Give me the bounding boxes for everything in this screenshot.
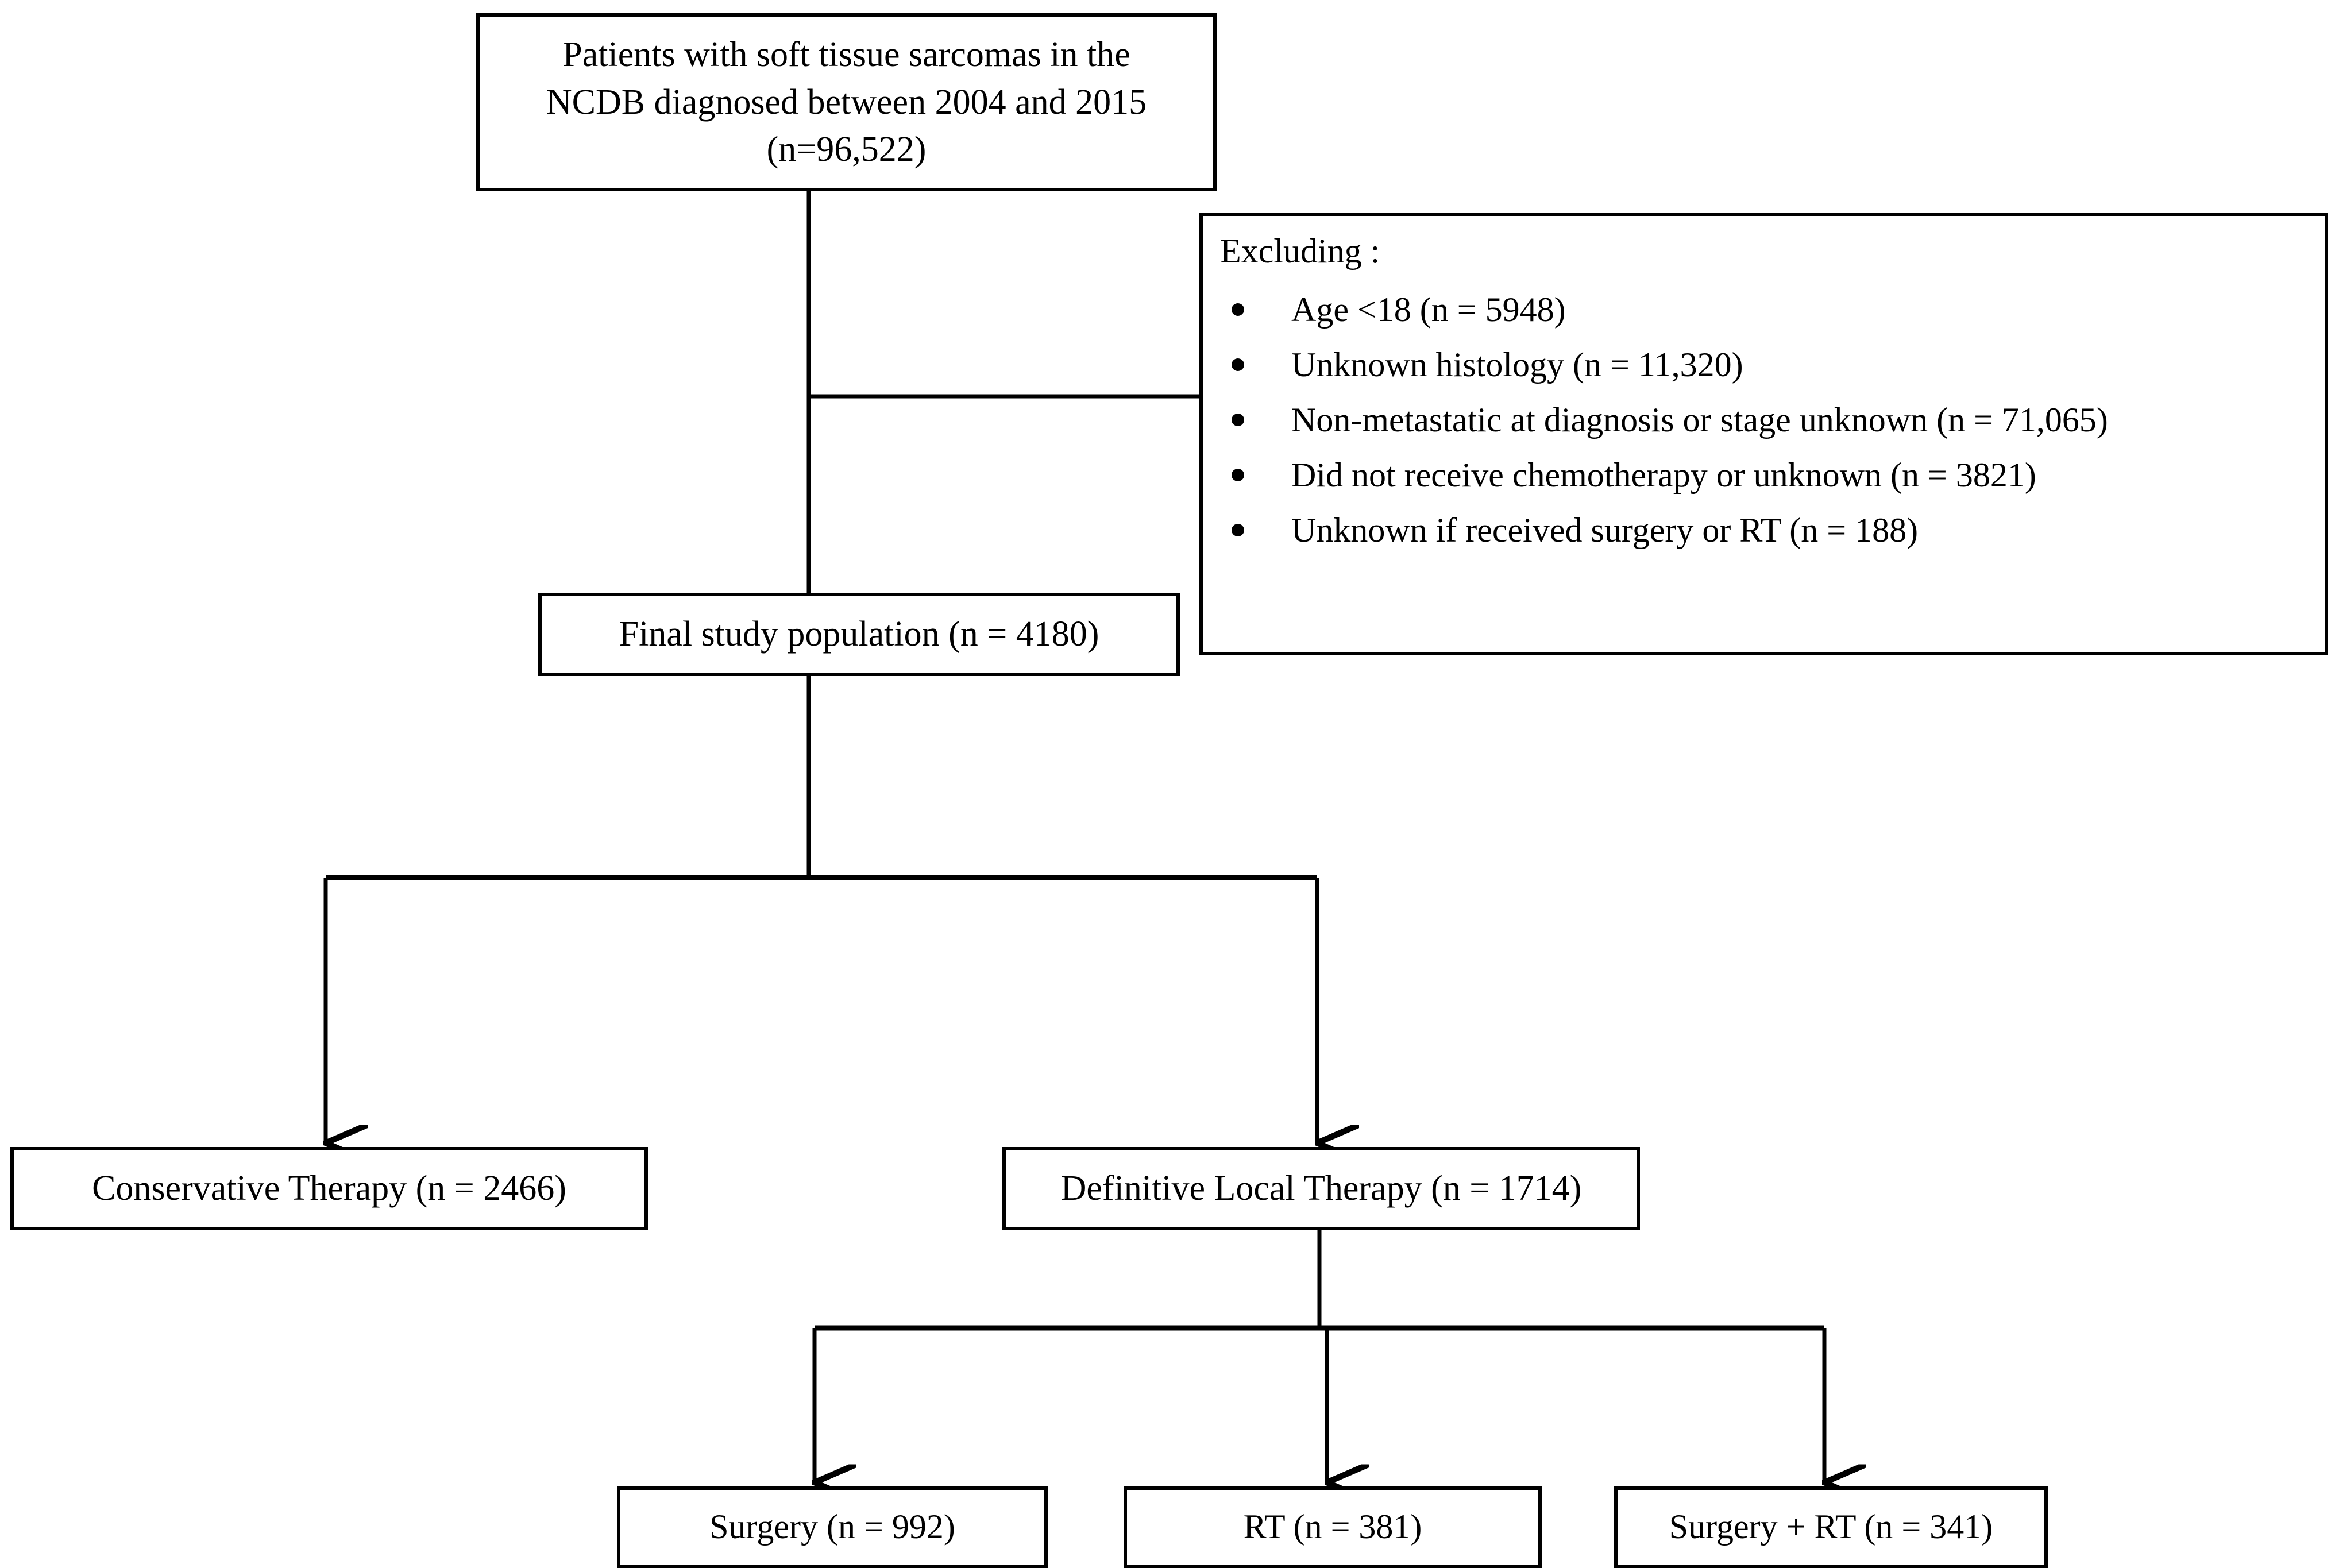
node-surgery-plus-rt: Surgery + RT (n = 341) xyxy=(1614,1486,2048,1568)
exclusion-item: Non-metastatic at diagnosis or stage unk… xyxy=(1218,397,2310,442)
node-rt-label: RT (n = 381) xyxy=(1243,1508,1422,1546)
node-final-study-population: Final study population (n = 4180) xyxy=(538,593,1180,676)
node-source-population: Patients with soft tissue sarcomas in th… xyxy=(476,13,1217,191)
node-surgery-label: Surgery (n = 992) xyxy=(709,1508,955,1546)
exclusions-title: Excluding : xyxy=(1220,232,1380,270)
node-surgery: Surgery (n = 992) xyxy=(617,1486,1048,1568)
exclusion-item-label: Non-metastatic at diagnosis or stage unk… xyxy=(1291,401,2108,439)
node-rt: RT (n = 381) xyxy=(1124,1486,1542,1568)
exclusion-item: Unknown histology (n = 11,320) xyxy=(1218,342,2310,387)
bullet-icon xyxy=(1232,303,1244,316)
node-final-study-population-label: Final study population (n = 4180) xyxy=(619,615,1099,654)
exclusion-item-label: Unknown histology (n = 11,320) xyxy=(1291,346,1743,384)
bullet-icon xyxy=(1232,524,1244,536)
exclusion-item: Age <18 (n = 5948) xyxy=(1218,287,2310,332)
exclusion-item-label: Age <18 (n = 5948) xyxy=(1291,291,1566,329)
exclusions-list: Age <18 (n = 5948) Unknown histology (n … xyxy=(1218,287,2310,553)
exclusion-item: Unknown if received surgery or RT (n = 1… xyxy=(1218,508,2310,553)
node-definitive-local-therapy: Definitive Local Therapy (n = 1714) xyxy=(1002,1147,1640,1230)
exclusion-item-label: Did not receive chemotherapy or unknown … xyxy=(1291,456,2036,494)
node-definitive-local-therapy-label: Definitive Local Therapy (n = 1714) xyxy=(1060,1169,1582,1208)
bullet-icon xyxy=(1232,469,1244,481)
node-conservative-therapy: Conservative Therapy (n = 2466) xyxy=(10,1147,648,1230)
exclusion-item: Did not receive chemotherapy or unknown … xyxy=(1218,453,2310,497)
node-exclusions-panel: Excluding : Age <18 (n = 5948) Unknown h… xyxy=(1199,213,2328,655)
bullet-icon xyxy=(1232,414,1244,426)
exclusion-item-label: Unknown if received surgery or RT (n = 1… xyxy=(1291,511,1919,549)
node-surgery-plus-rt-label: Surgery + RT (n = 341) xyxy=(1669,1508,1993,1546)
node-conservative-therapy-label: Conservative Therapy (n = 2466) xyxy=(92,1169,566,1208)
bullet-icon xyxy=(1232,358,1244,371)
node-source-population-label: Patients with soft tissue sarcomas in th… xyxy=(546,35,1147,169)
